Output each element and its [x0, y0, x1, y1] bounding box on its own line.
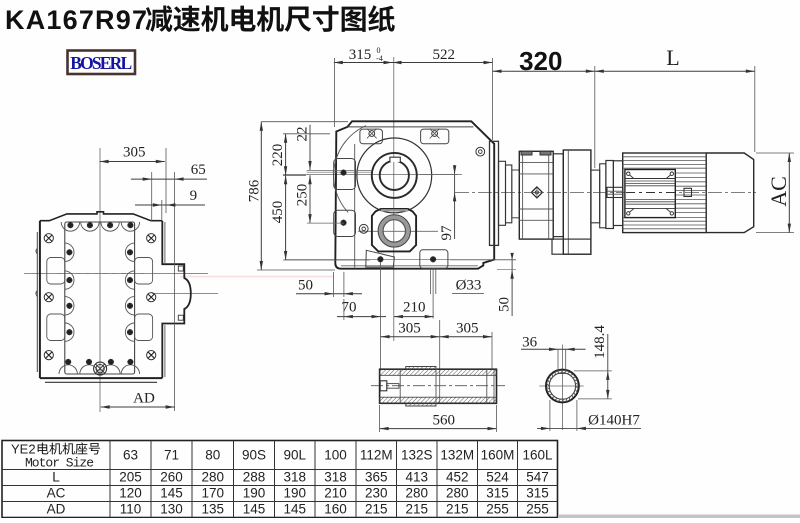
svg-text:190: 190: [283, 486, 306, 501]
svg-text:260: 260: [160, 470, 183, 485]
svg-text:36: 36: [522, 335, 538, 351]
svg-text:71: 71: [164, 448, 179, 463]
svg-text:160: 160: [324, 502, 347, 517]
svg-text:80: 80: [205, 448, 220, 463]
svg-text:160L: 160L: [522, 448, 553, 463]
svg-text:305: 305: [398, 321, 421, 337]
svg-text:112M: 112M: [360, 448, 393, 463]
svg-text:215: 215: [365, 502, 388, 517]
svg-text:AC: AC: [47, 486, 66, 501]
svg-text:L: L: [666, 45, 679, 70]
svg-text:190: 190: [243, 486, 266, 501]
svg-text:145: 145: [243, 502, 266, 517]
svg-text:148.4: 148.4: [592, 325, 608, 359]
svg-text:9: 9: [190, 188, 198, 204]
svg-text:Motor Size: Motor Size: [25, 456, 94, 471]
svg-text:205: 205: [119, 470, 142, 485]
svg-text:280: 280: [405, 486, 428, 501]
svg-text:215: 215: [405, 502, 428, 517]
svg-text:110: 110: [120, 502, 142, 517]
svg-text:AD: AD: [47, 502, 66, 517]
svg-text:AD: AD: [133, 391, 155, 407]
svg-text:135: 135: [201, 502, 224, 517]
svg-text:365: 365: [365, 470, 388, 485]
svg-text:L: L: [52, 470, 60, 485]
svg-text:132S: 132S: [401, 448, 433, 463]
svg-text:132M: 132M: [440, 448, 474, 463]
svg-text:50: 50: [298, 278, 313, 294]
svg-text:100: 100: [324, 448, 347, 463]
svg-text:255: 255: [486, 502, 509, 517]
svg-text:318: 318: [324, 470, 347, 485]
svg-text:786: 786: [247, 179, 263, 202]
svg-text:250: 250: [295, 184, 311, 207]
svg-text:524: 524: [486, 470, 509, 485]
svg-text:305: 305: [123, 145, 146, 161]
svg-text:22: 22: [295, 127, 311, 142]
svg-text:280: 280: [201, 470, 224, 485]
svg-text:315: 315: [486, 486, 509, 501]
svg-text:65: 65: [191, 162, 206, 178]
svg-text:318: 318: [283, 470, 306, 485]
svg-text:Ø33: Ø33: [456, 278, 482, 294]
svg-text:YE2: YE2: [11, 442, 36, 457]
svg-text:97: 97: [439, 225, 455, 241]
svg-text:452: 452: [446, 470, 469, 485]
svg-text:-4: -4: [376, 54, 383, 63]
svg-text:547: 547: [526, 470, 549, 485]
svg-text:560: 560: [432, 413, 455, 429]
svg-text:63: 63: [123, 448, 138, 463]
svg-text:522: 522: [433, 47, 456, 63]
svg-text:160M: 160M: [481, 448, 515, 463]
svg-text:170: 170: [201, 486, 224, 501]
svg-text:BOSERL: BOSERL: [70, 53, 132, 73]
svg-text:KA167R97: KA167R97: [5, 5, 148, 35]
svg-text:210: 210: [324, 486, 347, 501]
svg-text:315: 315: [526, 486, 549, 501]
svg-text:215: 215: [446, 502, 469, 517]
svg-text:Ø140H7: Ø140H7: [588, 412, 640, 428]
svg-text:255: 255: [526, 502, 549, 517]
svg-text:145: 145: [283, 502, 306, 517]
svg-text:210: 210: [403, 300, 426, 316]
svg-text:315: 315: [349, 47, 372, 63]
svg-text:90S: 90S: [242, 448, 266, 463]
svg-text:120: 120: [119, 486, 142, 501]
svg-text:220: 220: [270, 144, 286, 167]
svg-text:230: 230: [365, 486, 388, 501]
svg-text:50: 50: [497, 297, 513, 312]
svg-text:145: 145: [160, 486, 183, 501]
svg-text:280: 280: [446, 486, 469, 501]
svg-text:450: 450: [270, 201, 286, 224]
svg-text:305: 305: [456, 321, 479, 337]
svg-text:288: 288: [243, 470, 266, 485]
svg-text:90L: 90L: [283, 448, 306, 463]
svg-text:413: 413: [405, 470, 428, 485]
svg-text:130: 130: [160, 502, 183, 517]
svg-text:AC: AC: [766, 176, 791, 207]
